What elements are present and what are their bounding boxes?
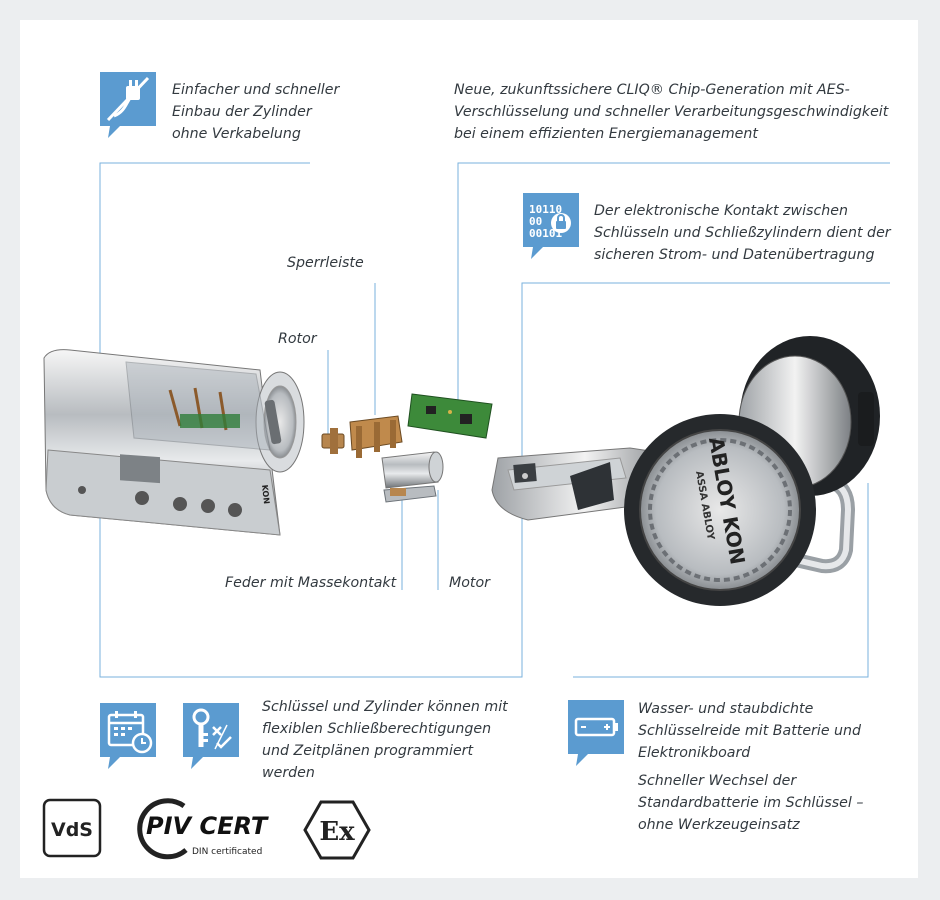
pivcert-logo: PIV CERT DIN certificated [137,798,272,860]
svg-text:PIV CERT: PIV CERT [146,812,269,840]
sperrleiste-part [349,415,403,458]
leader-chip [457,162,890,400]
callout-waterproof: Wasser- und staubdichte Schlüsselreide m… [638,701,862,761]
label-feder: Feder mit Massekontakt [225,575,397,591]
svg-text:10110: 10110 [529,203,562,216]
key-permission-icon [183,703,239,769]
svg-text:Ex: Ex [319,817,355,847]
feder-part [383,485,437,503]
vds-logo: VdS [42,798,102,858]
battery-icon [568,700,624,766]
lock-cylinder: KON [43,349,305,536]
circuit-board [407,393,493,439]
callout-contact: Der elektronische Kontakt zwischen Schlü… [594,203,891,263]
calendar-clock-icon [100,703,156,769]
product-illustration: KON [43,336,880,606]
callout-battery: Schneller Wechsel der Standardbatterie i… [638,773,864,833]
svg-text:00: 00 [529,215,542,228]
binary-lock-icon: 10110 00 00101 [523,193,579,259]
cliq-key: ABLOY KON ASSA ABLOY [491,336,880,606]
callout-wiring: Einfacher und schneller Einbau der Zylin… [172,82,340,142]
leader-waterproof [573,483,869,678]
callout-programming: Schlüssel und Zylinder können mit flexib… [262,699,508,781]
label-rotor: Rotor [278,331,317,347]
ex-logo: Ex [303,800,371,860]
svg-text:DIN certificated: DIN certificated [192,847,262,857]
callout-chip: Neue, zukunftssichere CLIQ® Chip-Generat… [454,82,889,142]
svg-text:KON: KON [260,484,271,504]
no-cable-icon [100,72,156,138]
label-sperrleiste: Sperrleiste [287,255,364,271]
leader-programming [99,508,523,678]
svg-text:VdS: VdS [51,819,93,841]
leader-wiring [99,162,310,370]
motor-part [381,451,444,489]
rotor-part [321,428,345,454]
label-motor: Motor [449,575,490,591]
leader-contact [521,282,890,462]
